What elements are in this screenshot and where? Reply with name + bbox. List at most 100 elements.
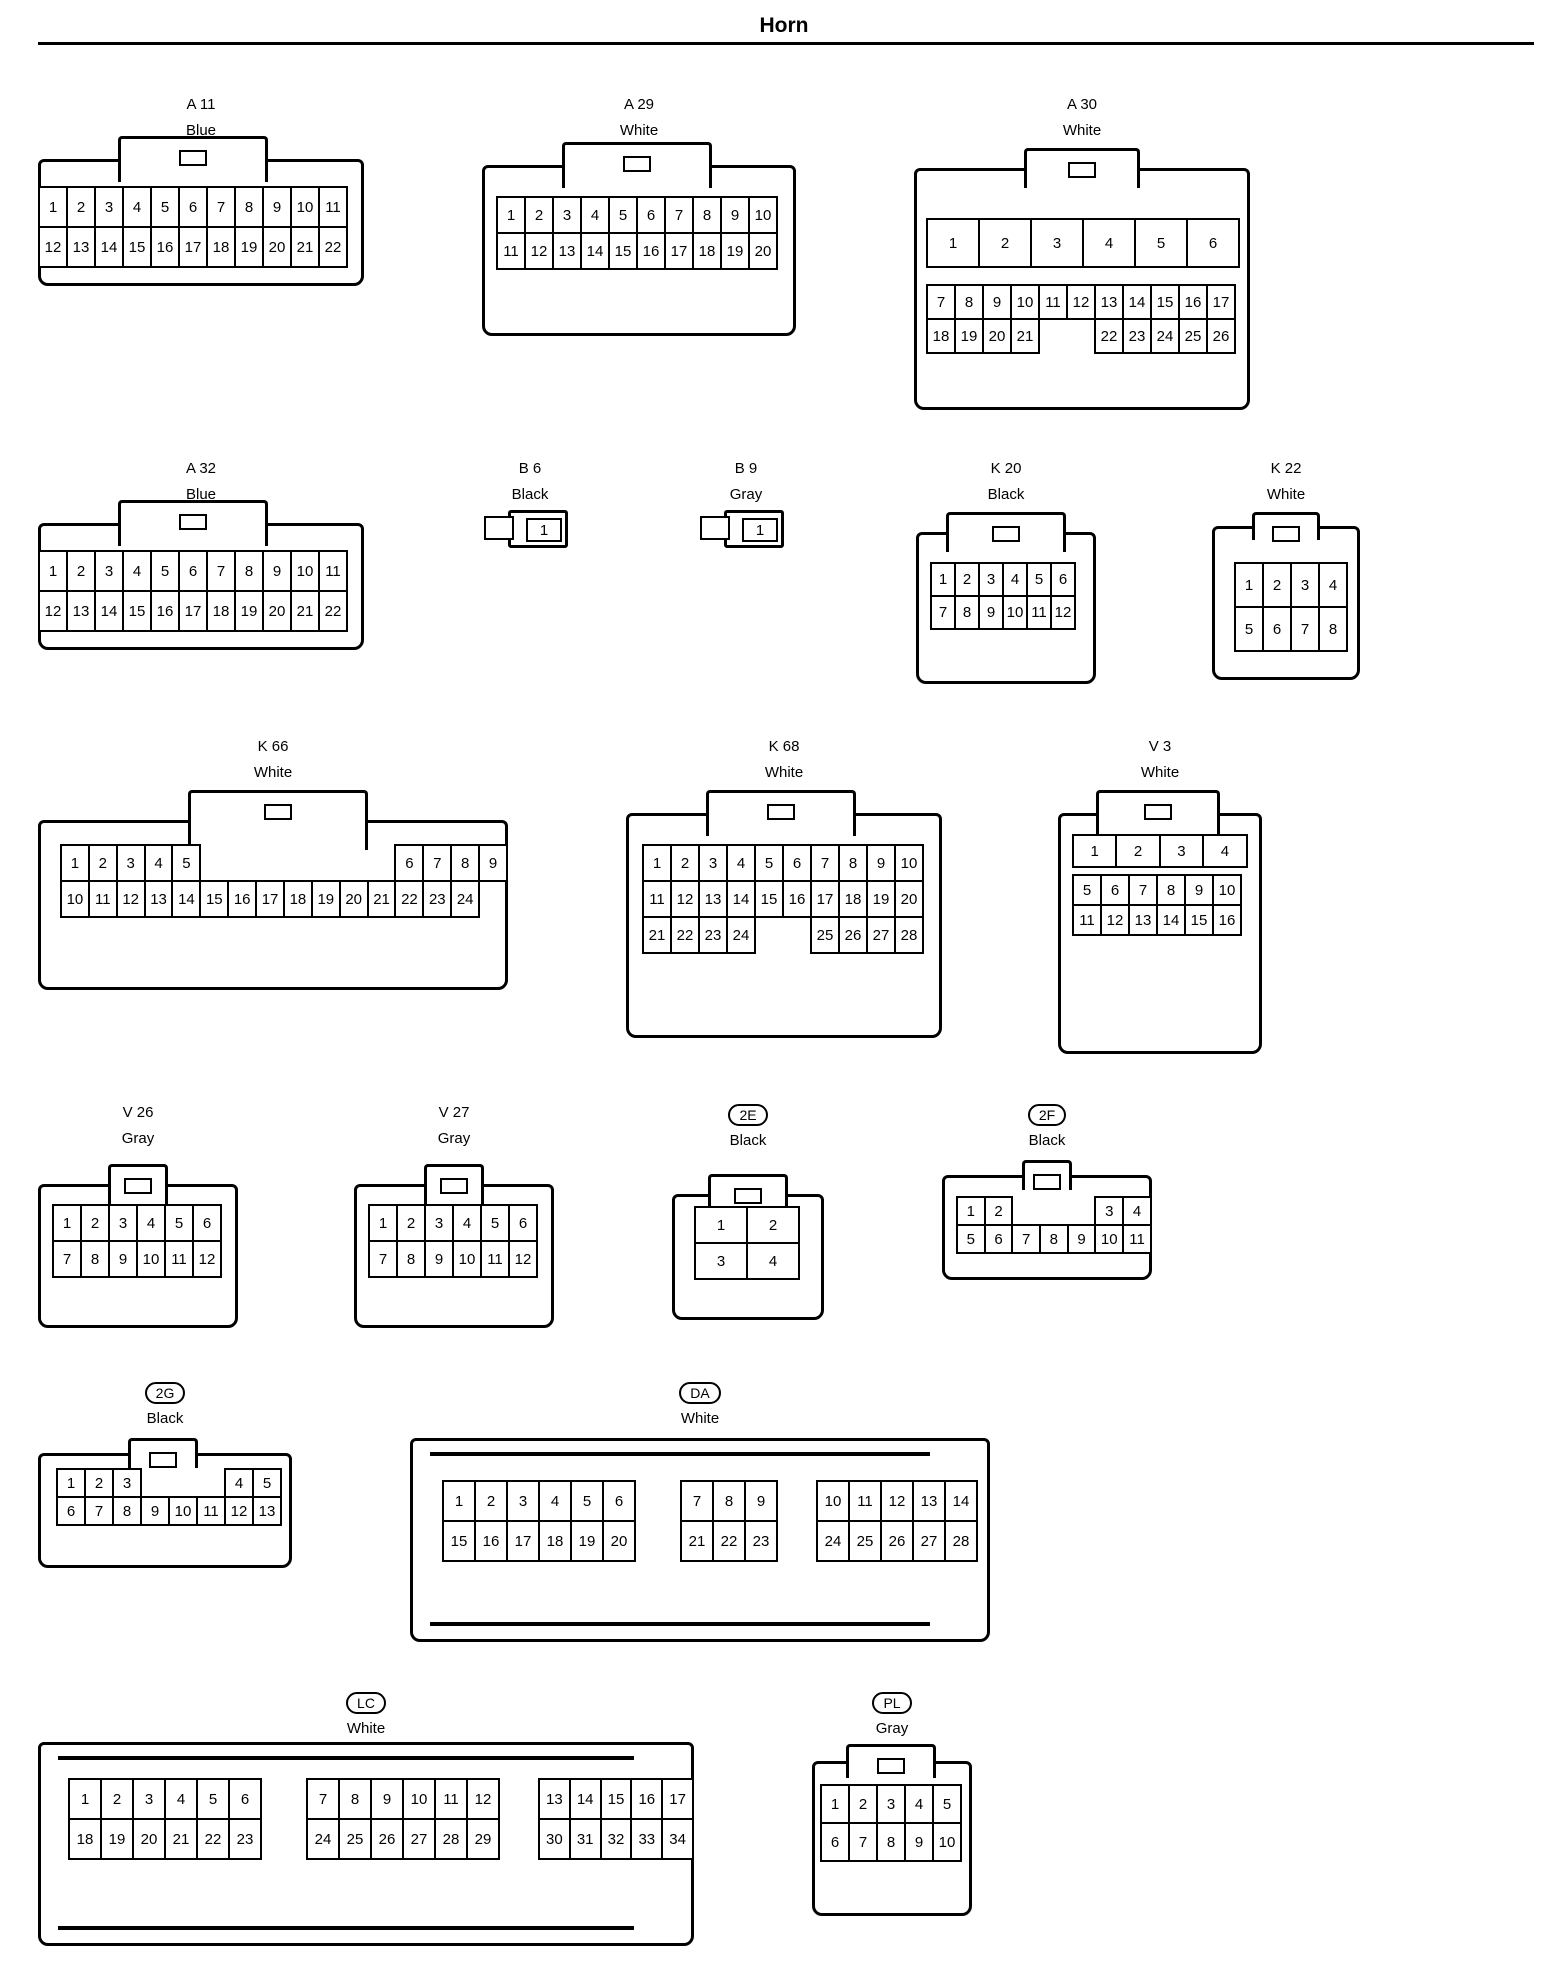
pin-terminal: 17 xyxy=(661,1778,694,1820)
pin-terminal: 26 xyxy=(370,1818,404,1860)
pin-terminal: 3 xyxy=(1290,562,1320,608)
pin-terminal: 28 xyxy=(894,916,924,954)
pin-terminal: 2 xyxy=(1115,834,1161,868)
locking-latch xyxy=(188,790,368,850)
pin-terminal: 3 xyxy=(132,1778,166,1820)
pin-terminal: 11 xyxy=(318,186,348,228)
empty-cavity xyxy=(312,845,340,881)
pin-terminal: 7 xyxy=(930,595,956,630)
pin-terminal: 12 xyxy=(670,880,700,918)
connector-code: A 32 xyxy=(38,460,364,477)
pin-terminal: 13 xyxy=(1128,904,1158,936)
pin-terminal: 4 xyxy=(224,1468,254,1498)
pin-terminal: 10 xyxy=(1094,1224,1125,1254)
pin-terminal: 20 xyxy=(982,318,1012,354)
latch-tab xyxy=(1272,526,1300,542)
connector-code-text: B 9 xyxy=(734,460,758,477)
pin-terminal: 3 xyxy=(978,562,1004,597)
pin-terminal: 15 xyxy=(199,880,230,918)
pin-terminal: 5 xyxy=(570,1480,604,1522)
connector-code-text: A 30 xyxy=(1066,96,1098,113)
pin-terminal: 24 xyxy=(1150,318,1180,354)
pin-terminal: 1 xyxy=(368,1204,398,1242)
pin-terminal: 21 xyxy=(642,916,672,954)
pin-terminal: 17 xyxy=(178,590,208,632)
pin-terminal: 7 xyxy=(306,1778,340,1820)
latch-tab xyxy=(1068,162,1096,178)
pin-terminal: 8 xyxy=(954,595,980,630)
pin-terminal: 2 xyxy=(670,844,700,882)
pin-terminal: 27 xyxy=(866,916,896,954)
pin-terminal: 1 xyxy=(820,1784,850,1824)
pin-terminal: 4 xyxy=(1002,562,1028,597)
pin-terminal: 11 xyxy=(1072,904,1102,936)
pin-terminal: 20 xyxy=(132,1818,166,1860)
pin-terminal: 2 xyxy=(100,1778,134,1820)
pin-terminal: 31 xyxy=(568,1818,602,1860)
pin-terminal: 15 xyxy=(599,1778,633,1820)
pin-terminal: 6 xyxy=(1262,606,1292,652)
connector-code-text: 2F xyxy=(1027,1104,1067,1126)
pin-terminal: 19 xyxy=(570,1520,604,1562)
pin-terminal: 12 xyxy=(880,1480,914,1522)
pin-terminal: 8 xyxy=(876,1822,906,1862)
empty-cavity xyxy=(368,845,396,881)
pin-terminal: 13 xyxy=(252,1496,282,1526)
pin-terminal: 2 xyxy=(87,844,118,882)
connector-code: 2G xyxy=(38,1382,292,1404)
pin-terminal: 19 xyxy=(866,880,896,918)
pin-terminal: 21 xyxy=(290,590,320,632)
latch-tab xyxy=(734,1188,762,1204)
title-rule xyxy=(38,42,1534,45)
connector-color: White xyxy=(1062,122,1102,139)
connector-code: A 11 xyxy=(38,96,364,113)
pin-terminal: 5 xyxy=(956,1224,986,1254)
pin-terminal: 4 xyxy=(164,1778,198,1820)
connector-color: White xyxy=(680,1410,720,1427)
pin-terminal: 25 xyxy=(810,916,840,954)
pin-terminal: 8 xyxy=(450,844,481,882)
pin-terminal: 4 xyxy=(122,550,152,592)
pin-terminal: 3 xyxy=(115,844,146,882)
latch-tab xyxy=(179,150,207,166)
connector-code: A 30 xyxy=(914,96,1250,113)
pin-terminal: 9 xyxy=(262,186,292,228)
pin-terminal: 11 xyxy=(1122,1224,1152,1254)
pin-terminal: 2 xyxy=(474,1480,508,1522)
pin-terminal: 1 xyxy=(496,196,526,234)
connector-code: K 22 xyxy=(1212,460,1360,477)
pin-terminal: 2 xyxy=(983,1196,1014,1226)
pin-terminal: 10 xyxy=(290,550,320,592)
pin-grid: 1 xyxy=(742,518,778,542)
pin-terminal: 6 xyxy=(636,196,666,234)
empty-cavity xyxy=(340,845,368,881)
pin-terminal: 7 xyxy=(368,1240,398,1278)
pin-terminal: 2 xyxy=(66,550,96,592)
pin-terminal: 21 xyxy=(366,880,397,918)
pin-terminal: 19 xyxy=(100,1818,134,1860)
connector-code: K 20 xyxy=(916,460,1096,477)
connector-color: White xyxy=(1140,764,1180,781)
connector-code: B 9 xyxy=(698,460,794,477)
pin-row: 1 xyxy=(742,518,778,542)
connector-code: K 68 xyxy=(626,738,942,755)
pin-terminal: 4 xyxy=(904,1784,934,1824)
housing-rib xyxy=(58,1756,634,1760)
pin-terminal: 10 xyxy=(816,1480,850,1522)
